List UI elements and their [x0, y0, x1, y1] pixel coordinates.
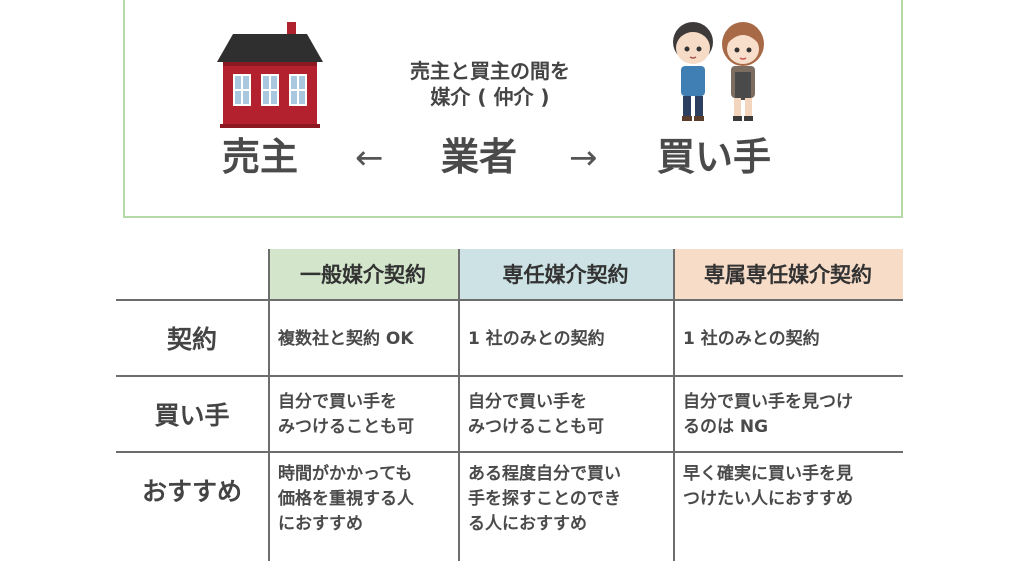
couple-icon [673, 22, 764, 121]
table-cell: 1 社のみとの契約 [460, 327, 673, 352]
row-label-buyer: 買い手 [154, 401, 230, 430]
cell-line: みつけることも可 [468, 417, 604, 437]
header-exclusive-contract: 専任媒介契約 [458, 249, 673, 299]
row-label-recommend: おすすめ [141, 477, 242, 506]
buyer-label: 買い手 [657, 135, 772, 179]
row-label-contract: 契約 [166, 325, 217, 354]
mediation-caption-line1: 売主と買主の間を [410, 59, 570, 83]
cell-line: みつけることも可 [278, 417, 414, 437]
seller-label: 売主 [222, 135, 299, 179]
table-divider [673, 249, 675, 561]
header-general-contract: 一般媒介契約 [268, 249, 458, 299]
cell-line: 価格を重視する人 [278, 489, 414, 509]
table-cell: 時間がかかっても 価格を重視する人 におすすめ [270, 462, 458, 537]
table-divider [116, 299, 903, 301]
mediation-diagram: 売主と買主の間を 媒介 ( 仲介 ) 売主 ← 業者 → 買い手 [123, 0, 903, 218]
table-cell: ある程度自分で買い 手を探すことのでき る人におすすめ [460, 462, 673, 537]
header-exclusive-dedicated-contract: 専属専任媒介契約 [673, 249, 903, 299]
table-divider [458, 249, 460, 561]
cell-line: 自分で買い手を [468, 392, 587, 412]
cell-line: るのは NG [683, 417, 769, 437]
cell-line: におすすめ [278, 514, 363, 534]
left-arrow-icon: ← [355, 138, 384, 178]
cell-line: 1 社のみとの契約 [468, 329, 605, 349]
right-arrow-icon: → [569, 138, 598, 178]
table-cell: 複数社と契約 OK [270, 327, 458, 352]
agent-label: 業者 [441, 135, 518, 179]
table-cell: 自分で買い手を みつけることも可 [270, 390, 458, 440]
cell-line: る人におすすめ [468, 514, 587, 534]
house-icon [217, 22, 323, 128]
cell-line: 自分で買い手を [278, 392, 397, 412]
table-cell: 1 社のみとの契約 [675, 327, 903, 352]
table-divider [116, 375, 903, 377]
table-cell: 自分で買い手を みつけることも可 [460, 390, 673, 440]
cell-line: 時間がかかっても [278, 464, 413, 484]
table-cell: 自分で買い手を見つけ るのは NG [675, 390, 903, 440]
mediation-caption-line2: 媒介 ( 仲介 ) [430, 85, 550, 109]
cell-line: 1 社のみとの契約 [683, 329, 820, 349]
cell-line: 早く確実に買い手を見 [683, 464, 853, 484]
table-divider [116, 451, 903, 453]
cell-line: つけたい人におすすめ [683, 489, 853, 509]
cell-line: 自分で買い手を見つけ [683, 392, 853, 412]
cell-line: 複数社と契約 OK [278, 329, 414, 349]
mediation-caption: 売主と買主の間を 媒介 ( 仲介 ) [365, 58, 615, 110]
cell-line: 手を探すことのでき [468, 489, 621, 509]
table-divider [268, 249, 270, 561]
cell-line: ある程度自分で買い [468, 464, 621, 484]
contract-comparison-table: 一般媒介契約 専任媒介契約 専属専任媒介契約 契約 買い手 おすすめ 複数社と契… [116, 249, 903, 569]
table-cell: 早く確実に買い手を見 つけたい人におすすめ [675, 462, 903, 512]
